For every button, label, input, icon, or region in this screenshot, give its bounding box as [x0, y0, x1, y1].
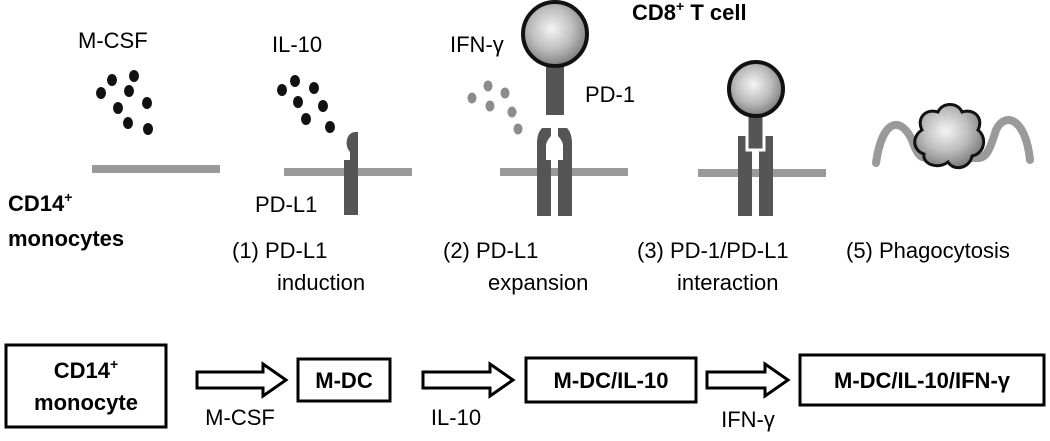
stage-3-caption: (3) PD-1/PD-L1: [637, 238, 789, 263]
pdl1-receptor-3a: [738, 136, 752, 216]
box-cd14-monocyte: [4, 343, 168, 429]
stage-1-caption: (1) PD-L1: [232, 238, 327, 263]
cd8-tcell-2: [521, 0, 589, 68]
stage-1-caption-line2: induction: [277, 270, 365, 295]
ifng-molecules: [467, 80, 523, 135]
pdl1-receptor-2a: [537, 128, 551, 216]
box-mdc-il10-label: M-DC/IL-10: [554, 368, 669, 393]
arrow-2-label: IL-10: [431, 405, 481, 430]
mcsf-label: M-CSF: [78, 28, 148, 53]
box-mdc: [296, 357, 392, 403]
il10-label: IL-10: [272, 32, 322, 57]
arrow-3: [705, 361, 791, 399]
arrow-1-label: M-CSF: [205, 405, 275, 430]
pdl1-receptor-2b: [558, 128, 572, 216]
cd14-monocytes-label-line2: monocytes: [8, 226, 124, 251]
stage-3-caption-line2: interaction: [677, 270, 779, 295]
ifng-label: IFN-γ: [450, 32, 504, 57]
pdl1-receptor-1: [344, 131, 358, 215]
box-mdc-il10-ifng: [798, 353, 1046, 407]
il10-molecules: [277, 75, 335, 133]
arrow-2: [421, 361, 516, 399]
mcsf-molecules: [96, 70, 153, 135]
tcell-label: CD8+ T cell: [632, 0, 747, 25]
cd8-tcell-3: [727, 60, 785, 118]
arrow-3-label: IFN-γ: [721, 407, 775, 432]
pdl1-label: PD-L1: [255, 192, 317, 217]
box-cd14-monocyte-label-line2: monocyte: [34, 390, 138, 415]
box-mdc-label: M-DC: [315, 368, 373, 393]
box-mdc-il10: [524, 356, 698, 404]
engulfed-tcell: [913, 103, 986, 170]
cd14-monocytes-label: CD14+: [8, 189, 72, 216]
box-mdc-il10-ifng-label: M-DC/IL-10/IFN-γ: [834, 368, 1011, 393]
pd1-label: PD-1: [585, 82, 635, 107]
arrow-1: [195, 361, 289, 399]
pdl1-receptor-3b: [759, 136, 773, 216]
stage-2-caption-line2: expansion: [488, 270, 588, 295]
stage-2-caption: (2) PD-L1: [443, 238, 538, 263]
stage-5-caption: (5) Phagocytosis: [846, 238, 1010, 263]
box-cd14-monocyte-label: CD14+: [54, 356, 118, 383]
pd1-receptor-2: [546, 60, 564, 115]
